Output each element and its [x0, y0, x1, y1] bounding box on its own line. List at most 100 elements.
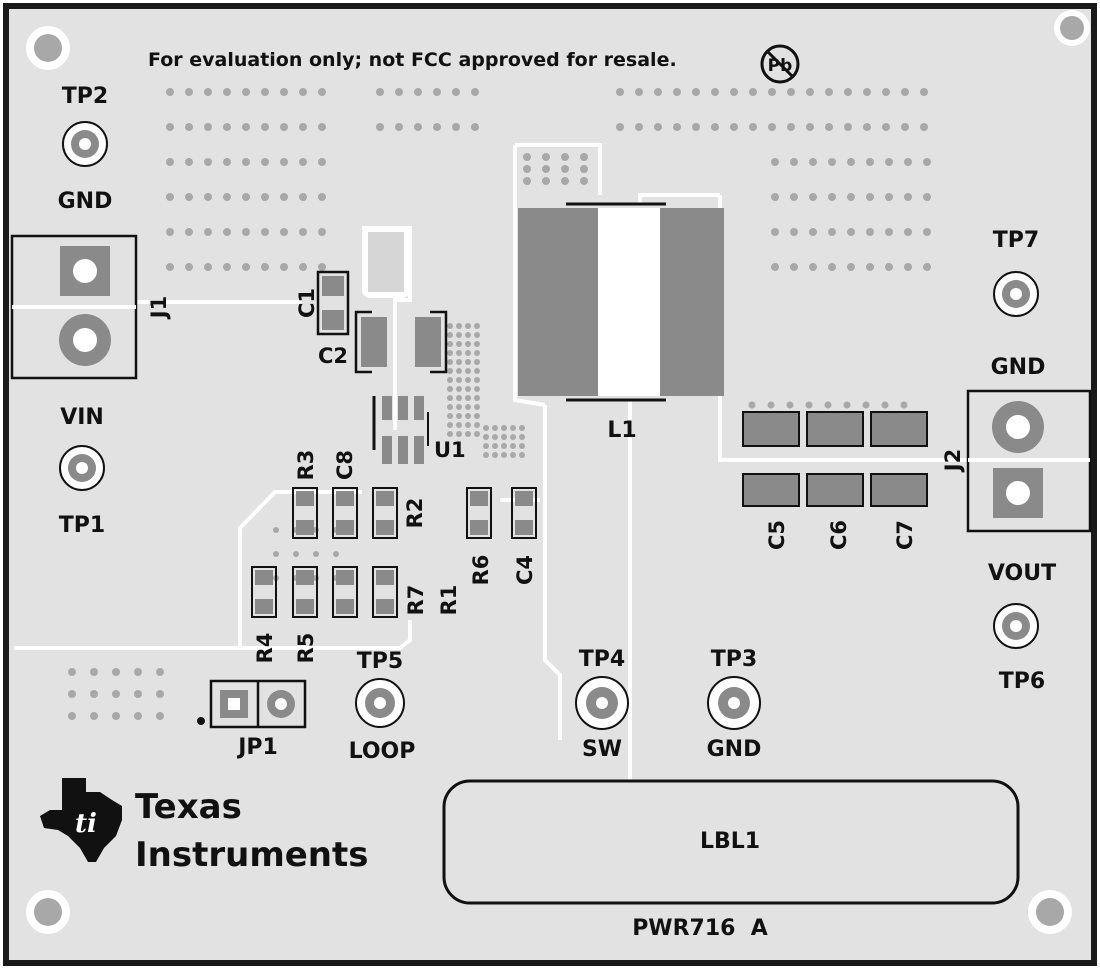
svg-text:R3: R3 — [294, 450, 318, 481]
via — [134, 668, 142, 676]
via — [456, 422, 462, 428]
via — [635, 88, 643, 96]
via — [68, 712, 76, 720]
via — [299, 228, 307, 236]
svg-text:TP3: TP3 — [711, 647, 757, 672]
via — [711, 88, 719, 96]
svg-text:C5: C5 — [765, 520, 789, 550]
via — [166, 193, 174, 201]
via — [561, 177, 569, 185]
via — [456, 404, 462, 410]
via — [474, 422, 480, 428]
svg-text:R6: R6 — [469, 555, 493, 586]
test-point-tp3: TP3 GND — [707, 647, 762, 762]
connector-j1: J1 — [10, 234, 171, 380]
via — [452, 123, 460, 131]
via — [395, 88, 403, 96]
via — [881, 401, 889, 409]
via — [806, 88, 814, 96]
via — [204, 158, 212, 166]
via — [885, 193, 893, 201]
via — [474, 368, 480, 374]
via — [318, 158, 326, 166]
via — [456, 323, 462, 329]
via — [790, 263, 798, 271]
texas-state-icon — [40, 778, 122, 862]
via — [492, 434, 498, 440]
via — [501, 425, 507, 431]
via — [333, 551, 339, 557]
via — [768, 88, 776, 96]
via — [673, 88, 681, 96]
via — [882, 88, 890, 96]
via — [866, 193, 874, 201]
via — [318, 123, 326, 131]
via — [749, 123, 757, 131]
via — [492, 425, 498, 431]
via — [456, 395, 462, 401]
jumper-jp1: JP1 — [197, 679, 307, 760]
via — [885, 228, 893, 236]
via — [501, 452, 507, 458]
via — [318, 193, 326, 201]
small-passives: R3 C8 R2 R6 C4 R4 R5 R7 R1 — [251, 450, 537, 663]
svg-text:C2: C2 — [318, 344, 348, 368]
svg-text:VOUT: VOUT — [988, 561, 1056, 586]
via — [730, 88, 738, 96]
svg-text:GND: GND — [707, 737, 762, 762]
via — [447, 341, 453, 347]
via — [456, 350, 462, 356]
via — [474, 395, 480, 401]
via — [242, 193, 250, 201]
via — [112, 690, 120, 698]
via — [465, 332, 471, 338]
via — [447, 413, 453, 419]
via — [767, 401, 775, 409]
via — [866, 158, 874, 166]
via — [465, 431, 471, 437]
via — [806, 123, 814, 131]
via — [156, 690, 164, 698]
via — [166, 228, 174, 236]
via — [204, 88, 212, 96]
via — [166, 123, 174, 131]
via — [223, 193, 231, 201]
via — [185, 228, 193, 236]
fcc-notice: For evaluation only; not FCC approved fo… — [148, 49, 677, 71]
via — [561, 153, 569, 161]
via — [293, 551, 299, 557]
via — [447, 422, 453, 428]
svg-text:R7: R7 — [404, 585, 428, 616]
resistor-r4: R4 — [251, 566, 277, 663]
resistor-r6: R6 — [466, 487, 493, 586]
via — [456, 332, 462, 338]
via — [510, 443, 516, 449]
via — [768, 123, 776, 131]
via — [414, 123, 422, 131]
via — [805, 401, 813, 409]
via — [474, 404, 480, 410]
via — [456, 431, 462, 437]
resistor-r7: R7 — [372, 566, 428, 618]
via — [134, 690, 142, 698]
via — [510, 434, 516, 440]
via — [299, 88, 307, 96]
via — [828, 228, 836, 236]
via — [280, 88, 288, 96]
via — [242, 158, 250, 166]
via — [447, 431, 453, 437]
via — [483, 425, 489, 431]
via — [866, 228, 874, 236]
via — [519, 452, 525, 458]
via — [433, 88, 441, 96]
via — [299, 123, 307, 131]
via — [280, 158, 288, 166]
via — [447, 395, 453, 401]
via — [456, 413, 462, 419]
via — [483, 434, 489, 440]
via — [692, 123, 700, 131]
via — [456, 359, 462, 365]
via — [166, 158, 174, 166]
via — [465, 395, 471, 401]
svg-text:TP6: TP6 — [999, 669, 1045, 694]
